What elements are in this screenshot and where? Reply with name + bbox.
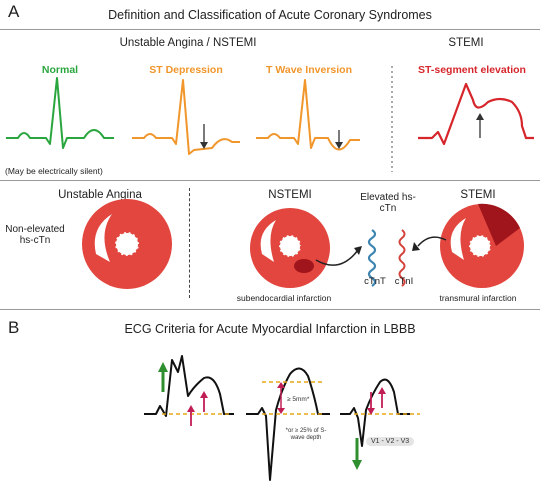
non-elevated-label: Non-elevated hs-cTn	[5, 224, 65, 246]
measure-label: ≥ 5mm*	[287, 396, 310, 403]
ecg-t-inversion-trace	[256, 79, 360, 151]
ecg-label-st-elevation: ST-segment elevation	[418, 64, 526, 76]
ecg-st-depression-trace	[132, 79, 240, 155]
nstemi-label: NSTEMI	[268, 189, 312, 201]
hearts-row	[82, 199, 524, 289]
stemi-arrow	[417, 236, 447, 247]
unstable-angina-label: Unstable Angina	[58, 189, 142, 201]
hearts-divider	[189, 188, 190, 298]
ecg-traces-row	[6, 66, 534, 172]
ctni-squiggle	[398, 229, 406, 287]
lbbb-criterion-3	[340, 378, 420, 470]
group-left-header: Unstable Angina / NSTEMI	[119, 37, 257, 49]
group-right-header: STEMI	[448, 37, 484, 49]
ecg-label-st-depression: ST Depression	[149, 64, 223, 76]
panel-b-title: ECG Criteria for Acute Myocardial Infarc…	[124, 322, 416, 336]
panel-a-title: Definition and Classification of Acute C…	[108, 8, 432, 22]
lbbb-ecg-row	[144, 355, 420, 481]
panel-a-label: A	[8, 2, 20, 21]
leads-chip: V1 - V2 - V3	[366, 437, 415, 446]
stemi-label: STEMI	[460, 189, 496, 201]
footnote-label: *or ≥ 25% of S-wave depth	[285, 428, 327, 441]
title-rule	[0, 29, 540, 30]
heart-unstable-angina	[82, 199, 172, 289]
elevated-label: Elevated hs-cTn	[360, 192, 416, 214]
section-rule	[0, 309, 540, 310]
panel-b-label: B	[8, 318, 20, 337]
ctni-label: cTnI	[394, 276, 414, 287]
ctnt-label: cTnT	[364, 276, 386, 287]
lbbb-criterion-2	[246, 367, 330, 481]
heart-nstemi	[250, 208, 330, 288]
heart-stemi	[440, 203, 524, 288]
transmural-label: transmural infarction	[439, 293, 517, 303]
ecg-label-normal: Normal	[41, 64, 79, 76]
normal-note: (May be electrically silent)	[5, 166, 103, 176]
nstemi-arrow	[315, 249, 359, 266]
mid-rule	[0, 180, 540, 181]
lbbb-criterion-1	[144, 355, 234, 426]
ecg-label-t-wave-inversion: T Wave Inversion	[266, 64, 352, 76]
ecg-st-elevation-trace	[418, 82, 534, 146]
subendocardial-label: subendocardial infarction	[236, 293, 332, 303]
ecg-normal-trace	[6, 77, 114, 149]
ctnt-squiggle	[367, 229, 377, 287]
